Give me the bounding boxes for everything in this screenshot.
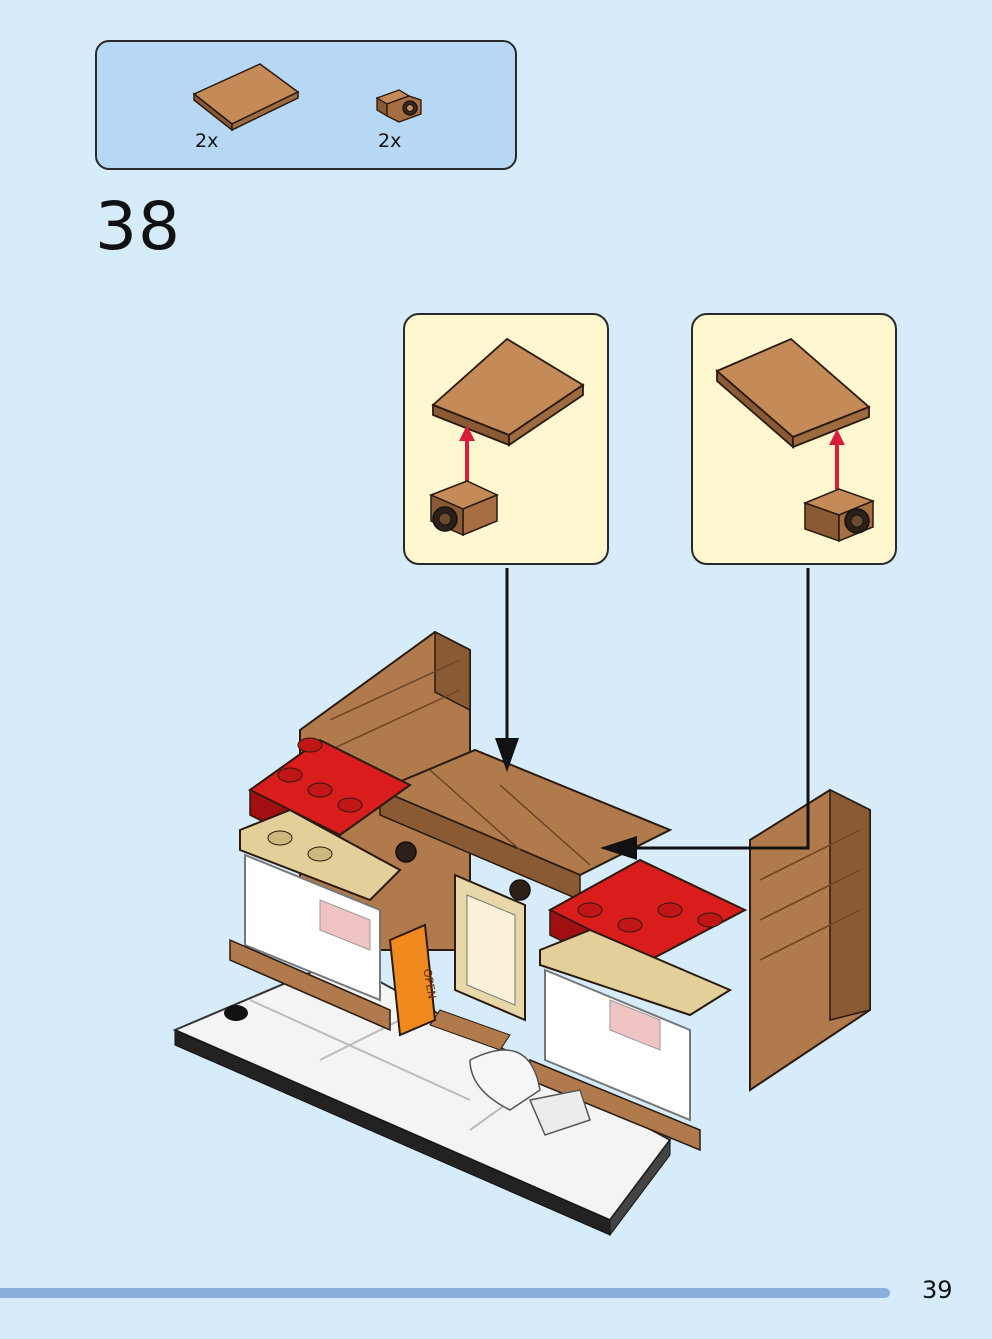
page-number: 39 <box>922 1276 953 1304</box>
callout-left-diagram <box>429 337 585 537</box>
base-plate <box>172 958 672 1237</box>
step-number: 38 <box>95 188 181 265</box>
up-arrow-icon <box>829 429 845 497</box>
bracket-icon <box>375 89 422 123</box>
callout-left <box>403 313 609 565</box>
progress-bar <box>0 1288 890 1298</box>
tile-icon <box>715 337 871 449</box>
bracket-icon <box>802 488 876 543</box>
roof-tiles <box>377 748 673 902</box>
tile-icon <box>431 337 585 447</box>
tile-quantity: 2x <box>195 130 219 152</box>
left-window <box>229 808 402 1032</box>
callout-right-diagram <box>715 337 876 543</box>
callout-right <box>691 313 897 565</box>
open-sign-text: OPEN <box>420 968 438 1000</box>
steps <box>469 1049 591 1136</box>
bracket-quantity: 2x <box>378 130 402 152</box>
bracket-icon <box>429 480 499 537</box>
door <box>429 873 526 1051</box>
parts-list: 2x 2x <box>95 40 517 170</box>
tile-icon <box>192 63 300 132</box>
open-sign: OPEN <box>388 923 439 1037</box>
right-window <box>529 928 733 1152</box>
right-wall <box>749 788 871 1092</box>
model-assembly: OPEN <box>172 630 871 1237</box>
